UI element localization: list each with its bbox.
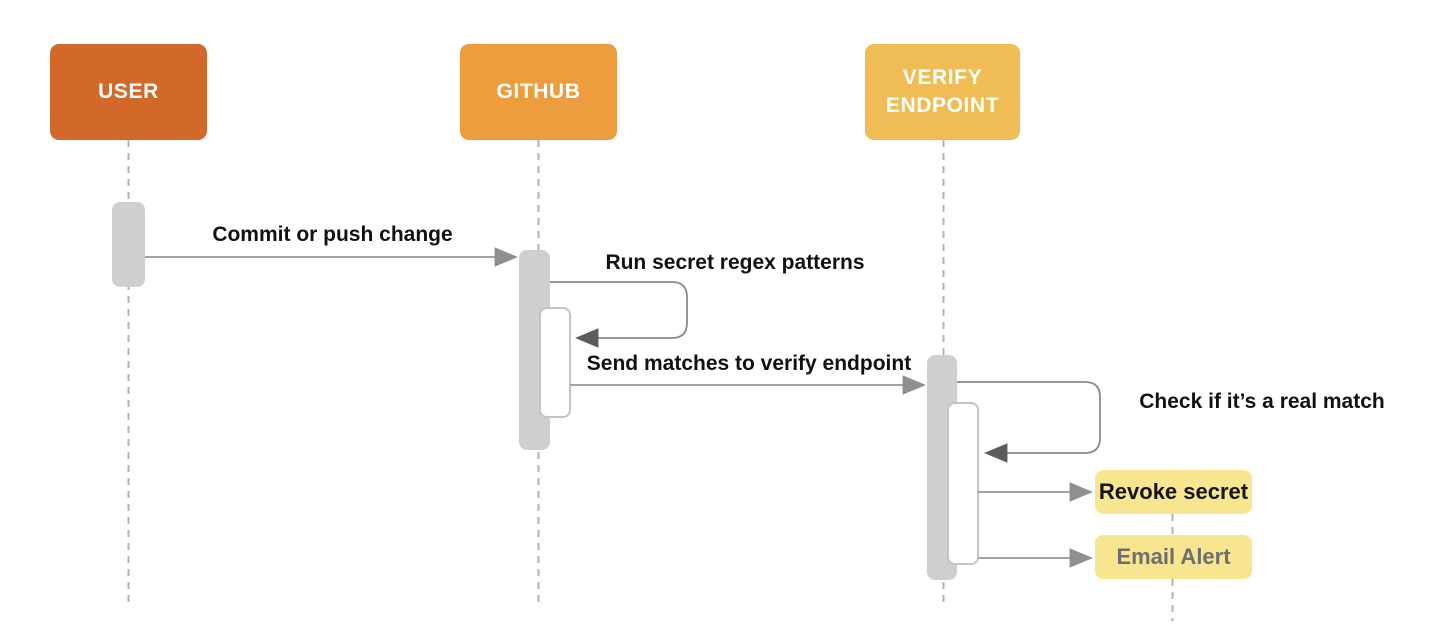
outcome-revoke-secret-label: Revoke secret <box>1098 479 1249 504</box>
message-send-matches: Send matches to verify endpoint <box>586 352 912 375</box>
outcome-box-revoke-secret: Revoke secret <box>1095 470 1252 514</box>
actor-user-label: USER <box>98 79 159 103</box>
outcome-email-alert-label: Email Alert <box>1116 544 1231 569</box>
activation-bar-verify-nested <box>947 402 979 565</box>
actor-github: GITHUB <box>460 44 617 140</box>
actor-verify-endpoint-label: VERIFY ENDPOINT <box>885 65 1000 117</box>
message-check-match: Check if it’s a real match <box>1139 390 1385 413</box>
activation-bar-github-nested <box>539 307 571 418</box>
activation-bar-user <box>112 202 145 287</box>
self-loop-run-regex <box>550 281 688 348</box>
actor-user: USER <box>50 44 207 140</box>
message-commit-or-push: Commit or push change <box>212 223 453 246</box>
actor-github-label: GITHUB <box>496 79 581 103</box>
outcome-box-email-alert: Email Alert <box>1095 535 1252 579</box>
self-loop-check-match <box>957 381 1101 463</box>
actor-verify-endpoint: VERIFY ENDPOINT <box>865 44 1020 140</box>
message-run-regex: Run secret regex patterns <box>605 251 865 274</box>
